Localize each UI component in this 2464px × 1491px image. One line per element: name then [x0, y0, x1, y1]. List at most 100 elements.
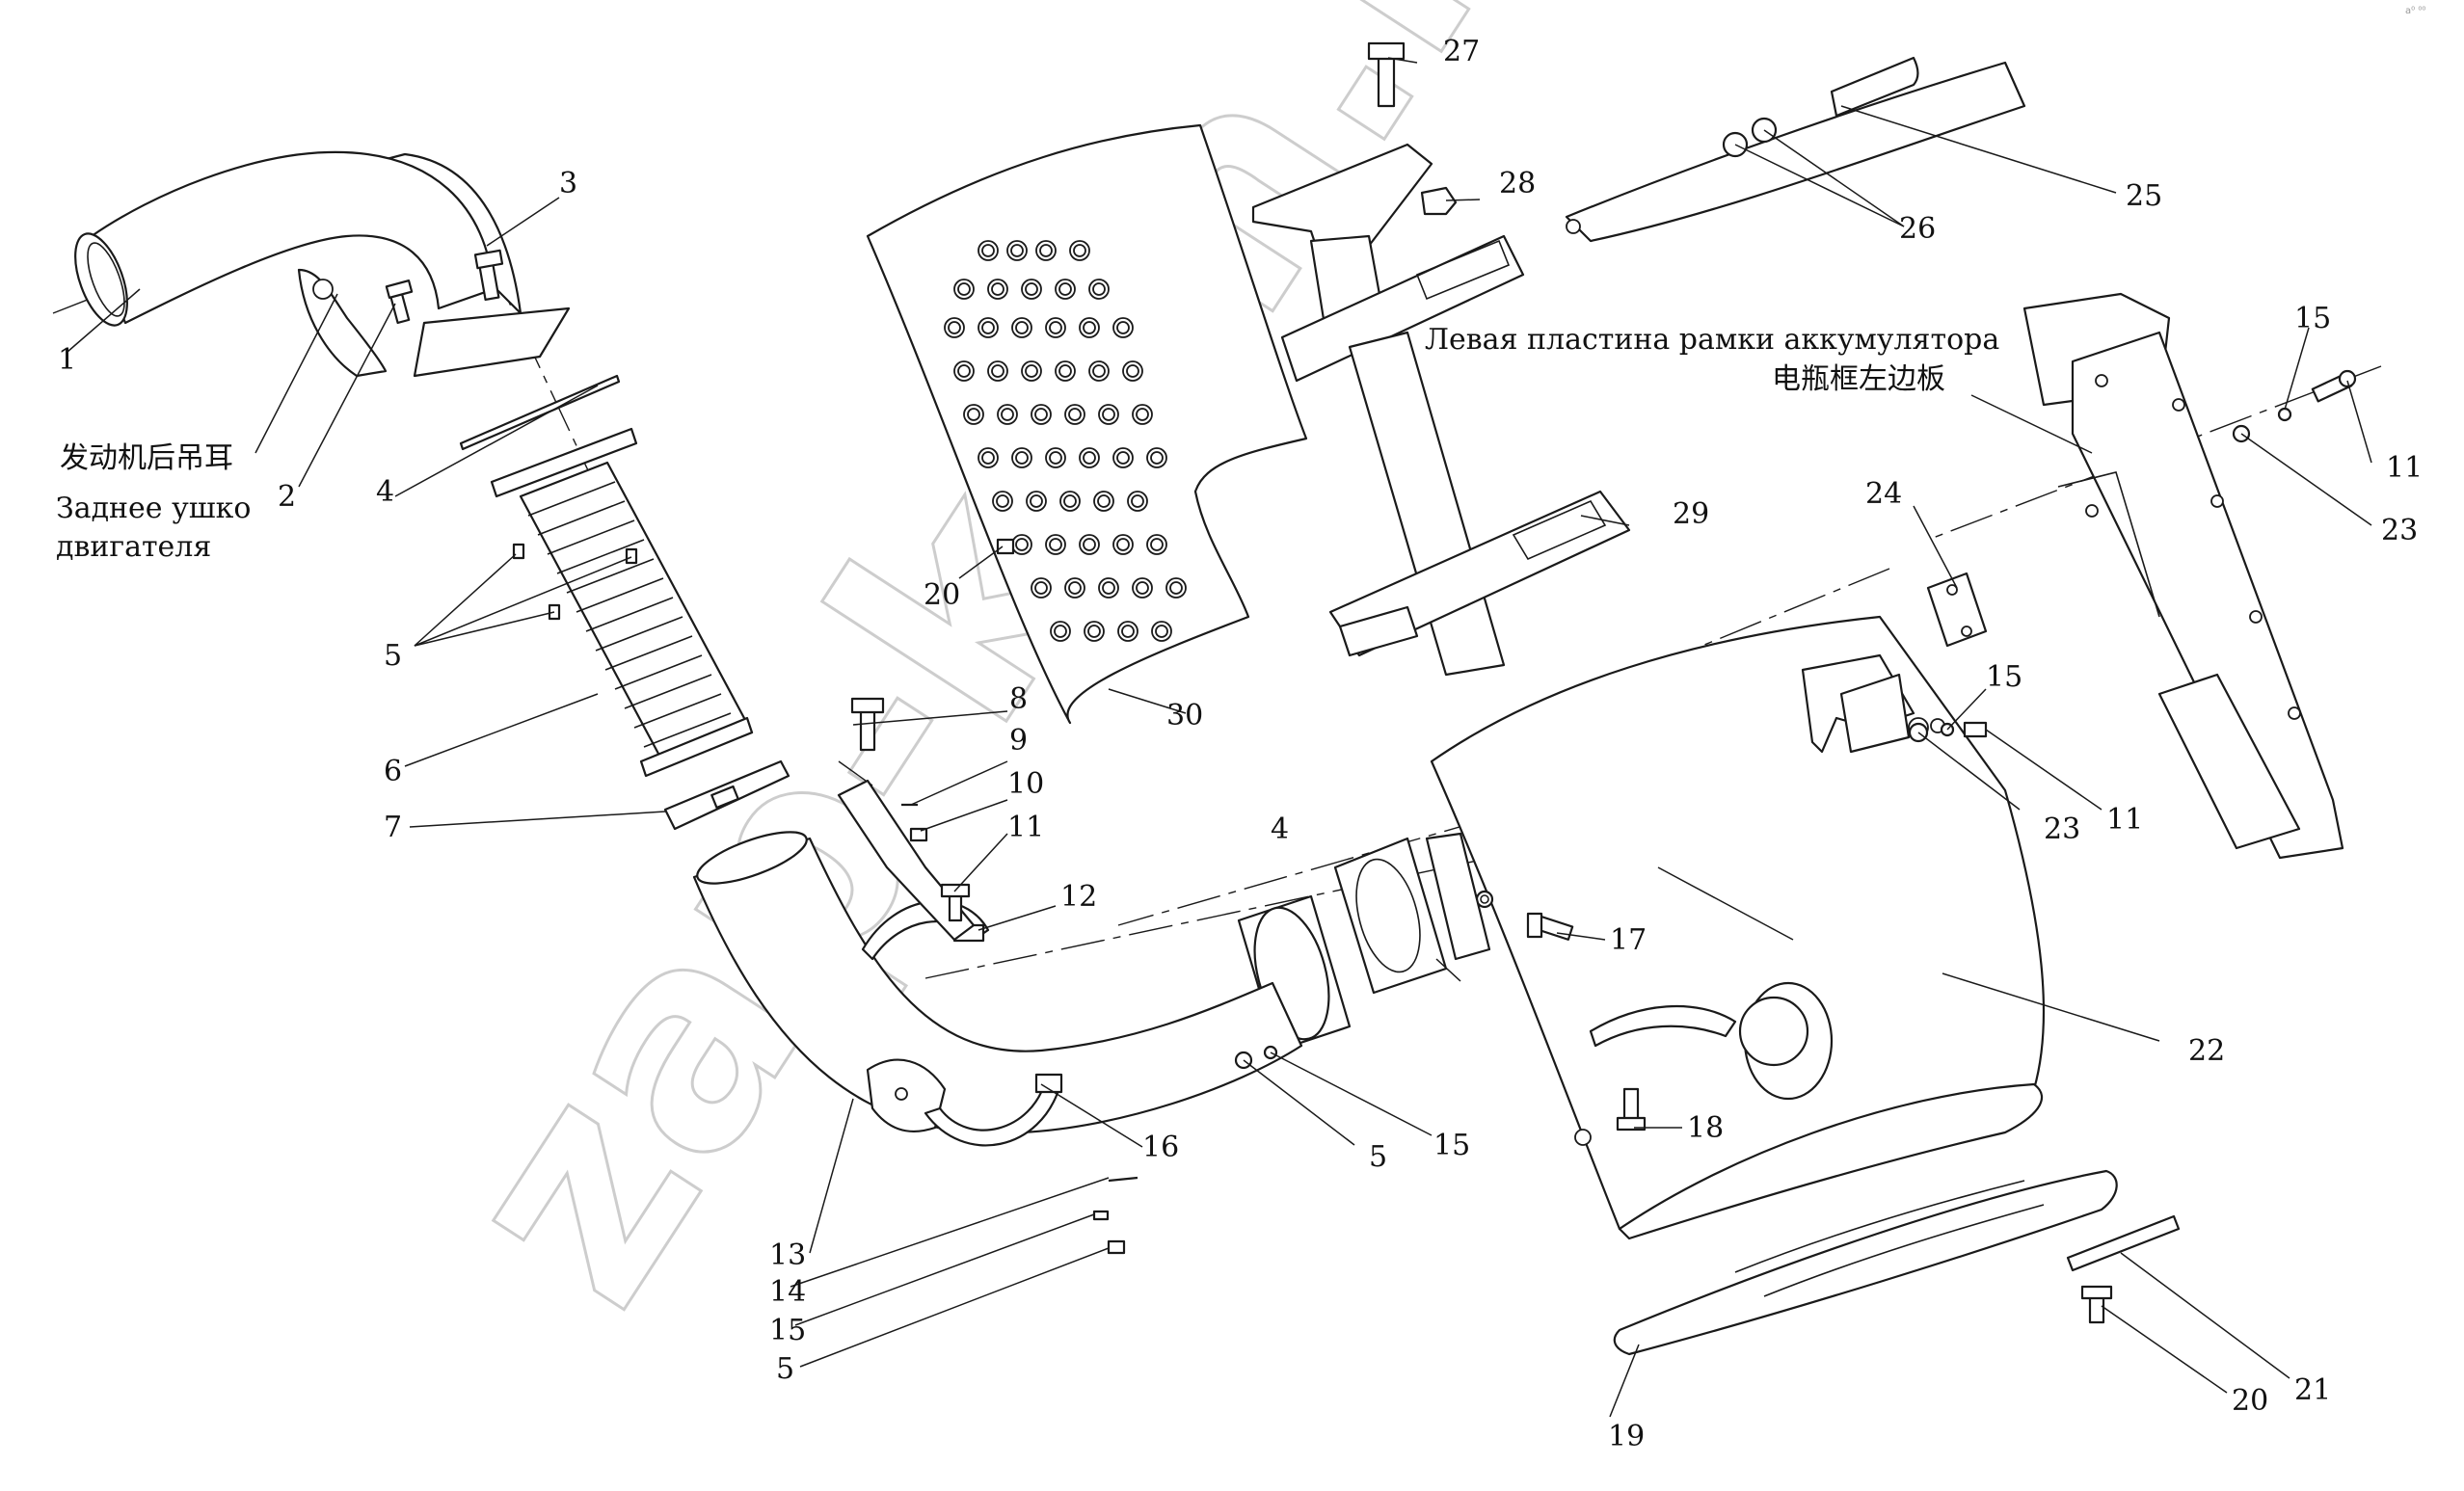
label-part-4-flange: 4	[1271, 812, 1289, 846]
label-part-6: 6	[384, 755, 402, 788]
shield-hole-inner	[1034, 581, 1048, 595]
label-part-4-upper: 4	[376, 475, 394, 509]
part-11-bolt-right	[2311, 369, 2357, 403]
label-part-17: 17	[1610, 923, 1647, 957]
label-part-10: 10	[1007, 767, 1044, 801]
shield-hole-inner	[991, 364, 1004, 378]
part-29-bracket-assembly	[1251, 143, 1631, 677]
label-part-15-mid: 15	[1433, 1129, 1470, 1162]
shield-hole-inner	[1150, 538, 1164, 551]
part-19-heat-shield-plate	[1613, 1169, 2118, 1356]
shield-hole-inner	[1063, 494, 1077, 508]
shield-hole-inner	[1097, 494, 1111, 508]
shield-hole-inner	[1049, 451, 1062, 465]
label-part-3: 3	[559, 167, 577, 200]
shield-hole-inner	[948, 321, 961, 334]
label-part-13: 13	[769, 1238, 806, 1272]
shield-hole-inner	[967, 408, 980, 421]
part-5-nut-bottom	[1107, 1239, 1126, 1255]
shield-hole-inner	[981, 321, 995, 334]
label-part-11-right: 11	[2386, 451, 2423, 485]
battery-frame-left-plate	[2022, 292, 2344, 860]
shield-hole-inner	[1092, 364, 1106, 378]
part-18-bolt	[1616, 1087, 1647, 1132]
label-part-24: 24	[1865, 477, 1902, 511]
label-part-5-mid: 5	[1369, 1140, 1387, 1174]
caption-engine-rear-lug-ru-2: двигателя	[56, 530, 211, 564]
shield-hole-inner	[1068, 408, 1082, 421]
shield-hole-inner	[1010, 244, 1024, 257]
label-part-9: 9	[1009, 724, 1028, 758]
shield-hole-inner	[1087, 625, 1101, 638]
part-number-labels: 1 2 3 4 5 6 7 8 9 10 11 12 13 14 15 5 16…	[58, 35, 2423, 1453]
part-10-nut	[909, 827, 928, 842]
caption-battery-frame-plate-ru: Левая пластина рамки аккумулятора	[1425, 323, 1999, 357]
label-part-25: 25	[2126, 179, 2162, 213]
part-14-stud	[1108, 1176, 1138, 1183]
part-3-bolt	[473, 249, 504, 302]
shield-hole-inner	[1058, 282, 1072, 296]
shield-holes	[944, 240, 1187, 642]
label-part-5-bottom: 5	[776, 1352, 794, 1386]
shield-hole-inner	[1015, 451, 1029, 465]
shield-hole-inner	[957, 364, 971, 378]
shield-hole-inner	[1116, 538, 1130, 551]
label-part-20-bottom: 20	[2232, 1384, 2268, 1418]
part-4-gasket-upper	[459, 374, 621, 451]
label-part-11-mid: 11	[2106, 803, 2143, 837]
label-part-19: 19	[1608, 1420, 1645, 1453]
part-24-bracket	[1926, 572, 1988, 648]
shield-hole-inner	[1025, 364, 1038, 378]
shield-hole-inner	[1083, 451, 1096, 465]
leader-lines	[67, 57, 2372, 1418]
shield-hole-inner	[957, 282, 971, 296]
label-part-26: 26	[1899, 212, 1936, 246]
shield-hole-inner	[996, 494, 1009, 508]
label-part-23-right: 23	[2381, 514, 2418, 547]
label-part-15-muffler: 15	[1986, 660, 2022, 694]
shield-hole-inner	[1150, 451, 1164, 465]
label-part-29: 29	[1673, 497, 1709, 531]
shield-hole-inner	[1155, 625, 1168, 638]
shield-hole-inner	[1025, 282, 1038, 296]
label-part-12: 12	[1060, 880, 1097, 914]
label-part-27: 27	[1443, 35, 1480, 68]
part-11-bolt-mid	[1963, 721, 1988, 738]
shield-hole-inner	[1001, 408, 1014, 421]
shield-hole-inner	[1068, 581, 1082, 595]
part-25-support-strap	[1565, 56, 2026, 243]
label-part-1: 1	[58, 343, 76, 377]
label-part-15-right: 15	[2294, 302, 2331, 335]
part-lower-bracket	[837, 779, 976, 942]
shield-hole-inner	[981, 451, 995, 465]
shield-hole-inner	[1049, 321, 1062, 334]
label-part-16: 16	[1142, 1131, 1179, 1164]
shield-hole-inner	[1039, 244, 1053, 257]
shield-hole-inner	[1131, 494, 1144, 508]
part-30-perforated-heat-shield	[866, 123, 1308, 725]
shield-hole-inner	[991, 282, 1004, 296]
label-part-21: 21	[2294, 1373, 2331, 1407]
shield-hole-inner	[1169, 581, 1183, 595]
caption-engine-rear-lug-cn: 发动机后吊耳	[60, 441, 233, 475]
caption-engine-rear-lug-ru-1: Заднее ушко	[56, 492, 251, 525]
part-2-bolt	[385, 279, 414, 325]
label-part-2: 2	[278, 480, 296, 514]
caption-battery-frame-plate-cn: 电瓶框左边板	[1772, 362, 1945, 396]
part-8-bolt	[850, 697, 885, 752]
label-part-11-lower: 11	[1007, 811, 1044, 844]
shield-hole-inner	[1092, 282, 1106, 296]
label-part-28: 28	[1499, 167, 1536, 200]
shield-hole-inner	[1121, 625, 1135, 638]
label-part-30: 30	[1166, 699, 1203, 732]
label-part-23-mid: 23	[2044, 812, 2080, 846]
part-15-washer-bottom	[1092, 1210, 1110, 1221]
shield-hole-inner	[1116, 451, 1130, 465]
shield-hole-inner	[1083, 321, 1096, 334]
label-part-18: 18	[1687, 1111, 1724, 1145]
part-16-clamp	[924, 1073, 1063, 1147]
part-27-bolt	[1367, 41, 1406, 108]
shield-hole-inner	[1102, 408, 1115, 421]
shield-hole-inner	[1049, 538, 1062, 551]
